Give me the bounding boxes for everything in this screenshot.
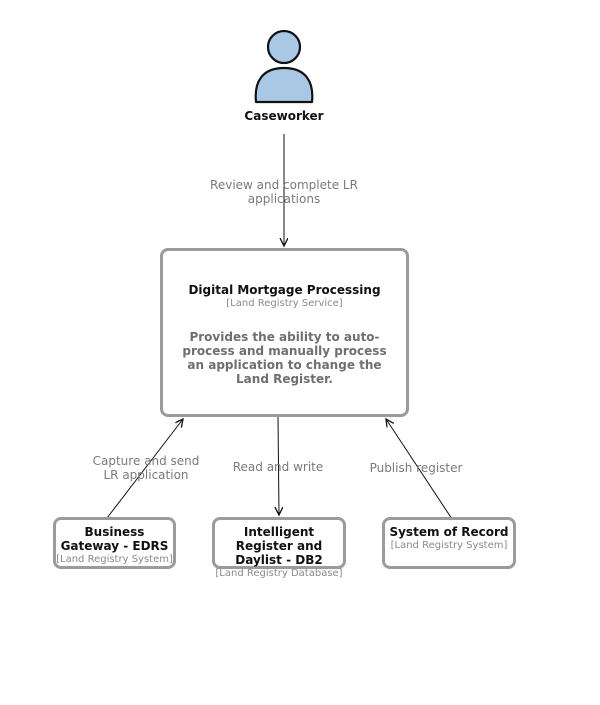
edge-readwrite-label: Read and write	[232, 460, 324, 474]
main-tech: [Land Registry Service]	[226, 298, 343, 309]
main-description: Provides the ability to auto-process and…	[182, 330, 387, 386]
main-title: Digital Mortgage Processing	[188, 283, 381, 297]
edge-readwrite-line	[278, 416, 279, 515]
system-business-gateway[interactable]: Business Gateway - EDRS [Land Registry S…	[53, 517, 176, 569]
person-name: Caseworker	[244, 109, 324, 123]
system-title: Business Gateway - EDRS	[60, 525, 169, 553]
main-container[interactable]: Digital Mortgage Processing [Land Regist…	[160, 248, 409, 417]
system-title: Intelligent Register and Daylist - DB2	[235, 525, 323, 567]
system-tech: [Land Registry System]	[56, 554, 173, 565]
edge-capture-line	[106, 419, 183, 519]
system-of-record[interactable]: System of Record [Land Registry System]	[382, 517, 516, 569]
edge-review-label: Review and complete LR applications	[210, 178, 358, 206]
system-tech: [Land Registry System]	[390, 540, 508, 551]
edge-publish-label: Publish register	[369, 461, 463, 475]
system-tech: [Land Registry Database]	[215, 568, 343, 579]
edge-publish-line	[386, 419, 453, 520]
edge-capture-label: Capture and send LR application	[92, 454, 200, 482]
system-title: System of Record	[389, 525, 509, 539]
system-intelligent-register[interactable]: Intelligent Register and Daylist - DB2 […	[212, 517, 346, 579]
person-icon	[254, 29, 314, 104]
